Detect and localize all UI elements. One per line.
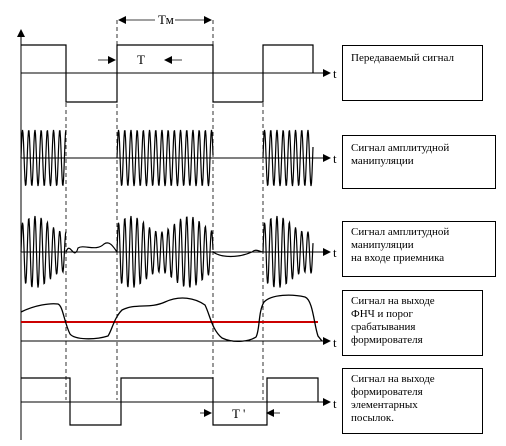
t-period-label: T: [137, 52, 145, 67]
caption-shaper: Сигнал на выходе формирователя элементар…: [342, 368, 483, 434]
tm-label: Тм: [158, 12, 174, 27]
caption-text: Сигнал на выходе ФНЧ и порог срабатывани…: [351, 295, 435, 346]
received-signal-wave: [20, 215, 314, 288]
caption-am: Сигнал амплитудной манипуляции: [342, 135, 496, 189]
caption-transmitted: Передаваемый сигнал: [342, 45, 483, 101]
caption-text: Сигнал на выходе формирователя элементар…: [351, 373, 435, 424]
caption-received: Сигнал амплитудной манипуляции на входе …: [342, 221, 496, 277]
lpf-output-curve: [20, 294, 323, 343]
row2-axis-label: t: [333, 151, 337, 166]
row3-axis-label: t: [333, 245, 337, 260]
transmitted-signal: [21, 44, 314, 103]
shaper-output-signal: [21, 377, 319, 426]
am-signal-wave: [20, 129, 314, 187]
row5-axis-label: t: [333, 396, 337, 411]
caption-text: Передаваемый сигнал: [351, 52, 454, 64]
guide-lines: [65, 20, 264, 425]
row1-axis-label: t: [333, 66, 337, 81]
tprime-label: T ': [232, 406, 245, 421]
caption-text: Сигнал амплитудной манипуляции на входе …: [351, 226, 450, 264]
row4-axis-label: t: [333, 335, 337, 350]
caption-lpf: Сигнал на выходе ФНЧ и порог срабатывани…: [342, 290, 483, 356]
caption-text: Сигнал амплитудной манипуляции: [351, 142, 450, 167]
